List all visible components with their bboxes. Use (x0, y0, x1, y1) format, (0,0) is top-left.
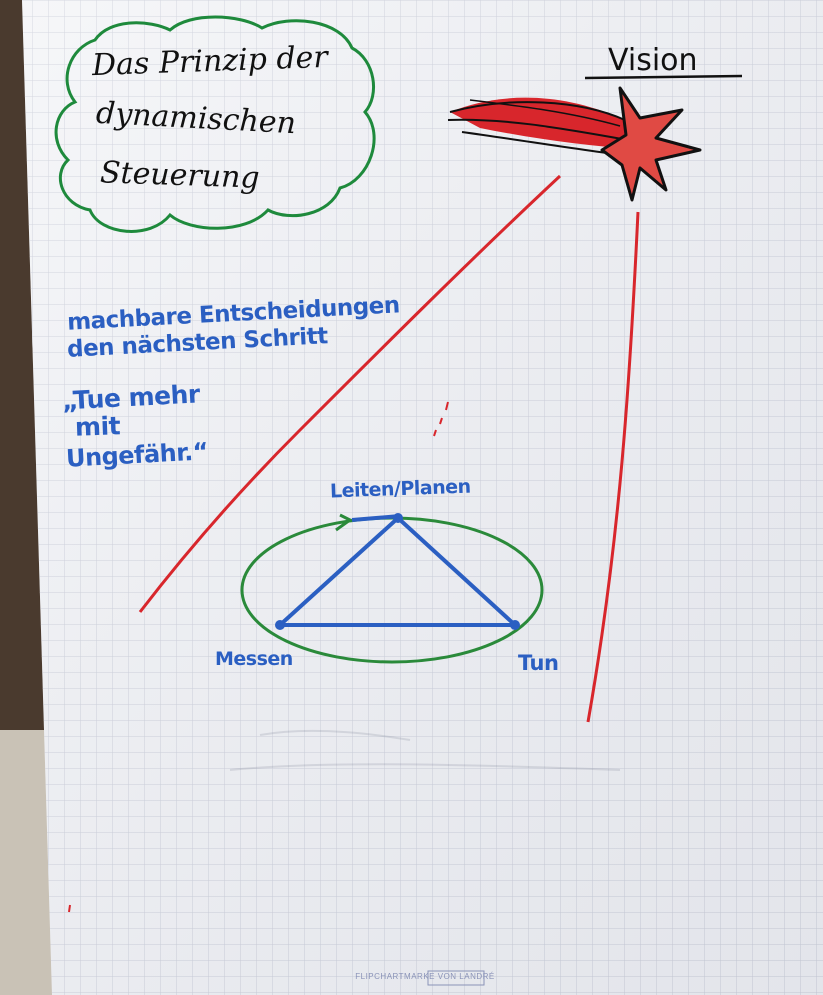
footer-logo-box (427, 970, 485, 986)
vertex-top (393, 513, 403, 523)
vision-underline (584, 74, 743, 80)
cycle-arrow-icon (335, 513, 353, 532)
vertex-left (275, 620, 285, 630)
quote-line-2: mit (74, 411, 121, 442)
vision-star-icon (447, 86, 702, 202)
vertex-right (510, 620, 520, 630)
red-beam-right (586, 211, 640, 723)
cycle-triangle (278, 516, 517, 627)
red-tick-mark (68, 904, 71, 913)
paper-brand-footer: FLIPCHARTMARKE VON LANDRÉ (355, 972, 495, 981)
title-line-1: Das Prinzip der (91, 39, 329, 84)
cycle-top-stroke (351, 514, 401, 522)
red-beam-left (138, 174, 562, 613)
cycle-label-measure: Messen (215, 648, 293, 670)
red-dots (433, 401, 449, 437)
faint-show-through (229, 729, 621, 771)
title-cloud-outline (54, 15, 376, 233)
flipchart-paper (22, 0, 823, 995)
cycle-label-do: Tun (518, 651, 559, 675)
vision-label: Vision (608, 43, 698, 78)
title-line-3: Steuerung (99, 155, 261, 196)
